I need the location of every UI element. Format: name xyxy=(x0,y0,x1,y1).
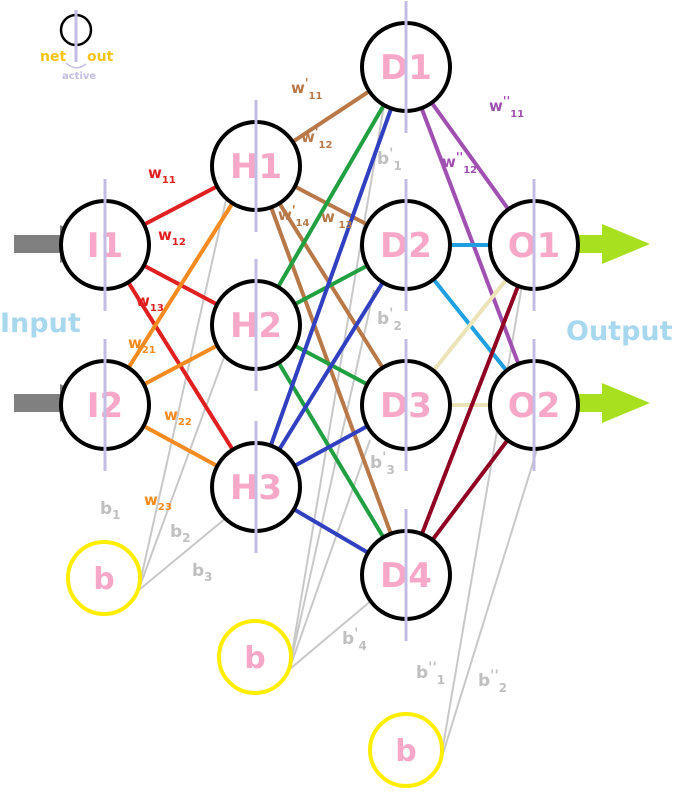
output-arrow-icon xyxy=(558,224,650,264)
edge-i2-h2 xyxy=(136,340,225,390)
neuron-o2: O2 xyxy=(488,339,580,471)
bias-weight-label: b''2 xyxy=(478,668,507,695)
neuron-d4: D4 xyxy=(360,509,452,641)
edge-d4-o2 xyxy=(426,433,514,547)
bias-node-b3: b xyxy=(368,712,444,788)
bias-edge-b1-h1 xyxy=(137,199,227,591)
neuron-i1: I1 xyxy=(59,179,151,311)
weight-label: w''12 xyxy=(442,150,477,176)
bias-weight-label: b2 xyxy=(170,522,191,545)
weight-label: w12 xyxy=(158,226,186,248)
bias-node-b1: b xyxy=(66,540,142,616)
edge-h3-d4 xyxy=(286,504,376,558)
bias-label: b xyxy=(244,641,265,676)
output-label: Output xyxy=(566,316,673,347)
bias-weight-label: b'4 xyxy=(342,626,367,653)
bias-connections xyxy=(137,104,541,763)
weight-connections xyxy=(123,85,523,558)
edge-h3-d1 xyxy=(266,100,396,454)
legend-net: net xyxy=(40,49,66,65)
neuron-h3: H3 xyxy=(210,421,302,553)
output-arrow-icon xyxy=(558,383,650,423)
weight-labels: w11 w12 w13 w21 w22 w23 w'11 w'12 w'14 w'13 w''11 w… xyxy=(100,76,524,695)
edge-h2-d2 xyxy=(287,260,375,310)
weight-label: w21 xyxy=(128,334,156,356)
neuron-o1: O1 xyxy=(488,179,580,311)
bias-circle xyxy=(217,619,293,695)
bias-weight-label: b'2 xyxy=(377,306,402,333)
edge-h1-d1 xyxy=(285,85,377,148)
edge-i2-h1 xyxy=(123,196,238,375)
edge-h1-d4 xyxy=(267,199,395,542)
bias-edge-b2-d3 xyxy=(288,439,371,670)
edge-i2-h3 xyxy=(136,421,225,471)
legend: net out active xyxy=(40,10,114,82)
edge-d1-o1 xyxy=(426,95,514,217)
bias-edge-b3-o2 xyxy=(439,439,541,763)
legend-active: active xyxy=(62,71,96,82)
bias-label: b xyxy=(395,734,416,769)
edge-d3-o1 xyxy=(427,272,513,378)
bias-label: b xyxy=(93,562,114,597)
weight-label: w22 xyxy=(164,406,192,428)
bias-weight-label: b1 xyxy=(100,499,121,522)
bias-node-b2: b xyxy=(217,619,293,695)
edge-h2-d1 xyxy=(273,97,389,295)
weight-label: w'12 xyxy=(301,125,333,151)
neuron-d3: D3 xyxy=(360,339,452,471)
weight-label: w11 xyxy=(148,164,176,186)
bias-weight-label: b''1 xyxy=(416,660,445,687)
bias-weight-label: b'3 xyxy=(370,450,395,477)
neuron-h1: H1 xyxy=(210,100,302,232)
edge-h2-d4 xyxy=(273,355,389,545)
weight-label: w13 xyxy=(136,292,164,314)
bias-edge-b3-o1 xyxy=(439,284,523,763)
edge-h3-d3 xyxy=(287,421,375,471)
legend-active-arrow-icon xyxy=(65,62,87,69)
neuron-h2: H2 xyxy=(210,259,302,391)
edge-h1-d2 xyxy=(287,181,375,230)
weight-label: w'14 xyxy=(278,203,310,229)
legend-out: out xyxy=(87,49,114,65)
bias-circle xyxy=(66,540,142,616)
weight-label: w23 xyxy=(144,491,172,513)
bias-edge-b2-d2 xyxy=(288,289,375,670)
output-arrows xyxy=(558,224,650,423)
weight-label: w'13 xyxy=(321,205,353,231)
edge-d4-o1 xyxy=(417,278,523,542)
bias-circle xyxy=(368,712,444,788)
weight-label: w''11 xyxy=(489,94,524,120)
edge-h3-d2 xyxy=(274,275,388,457)
bias-edge-b2-d4 xyxy=(288,599,373,671)
weight-label: w'11 xyxy=(291,76,323,102)
bias-weight-label: b3 xyxy=(192,561,213,584)
bias-weight-label: b'1 xyxy=(377,146,402,173)
edge-i1-h1 xyxy=(136,181,225,230)
bias-edge-b1-h3 xyxy=(137,517,227,592)
neuron-i2: I2 xyxy=(59,339,151,471)
neuron-d2: D2 xyxy=(360,179,452,311)
neuron-d1: D1 xyxy=(360,1,452,133)
input-label: Input xyxy=(0,308,81,339)
bias-edge-b1-h2 xyxy=(137,351,227,591)
